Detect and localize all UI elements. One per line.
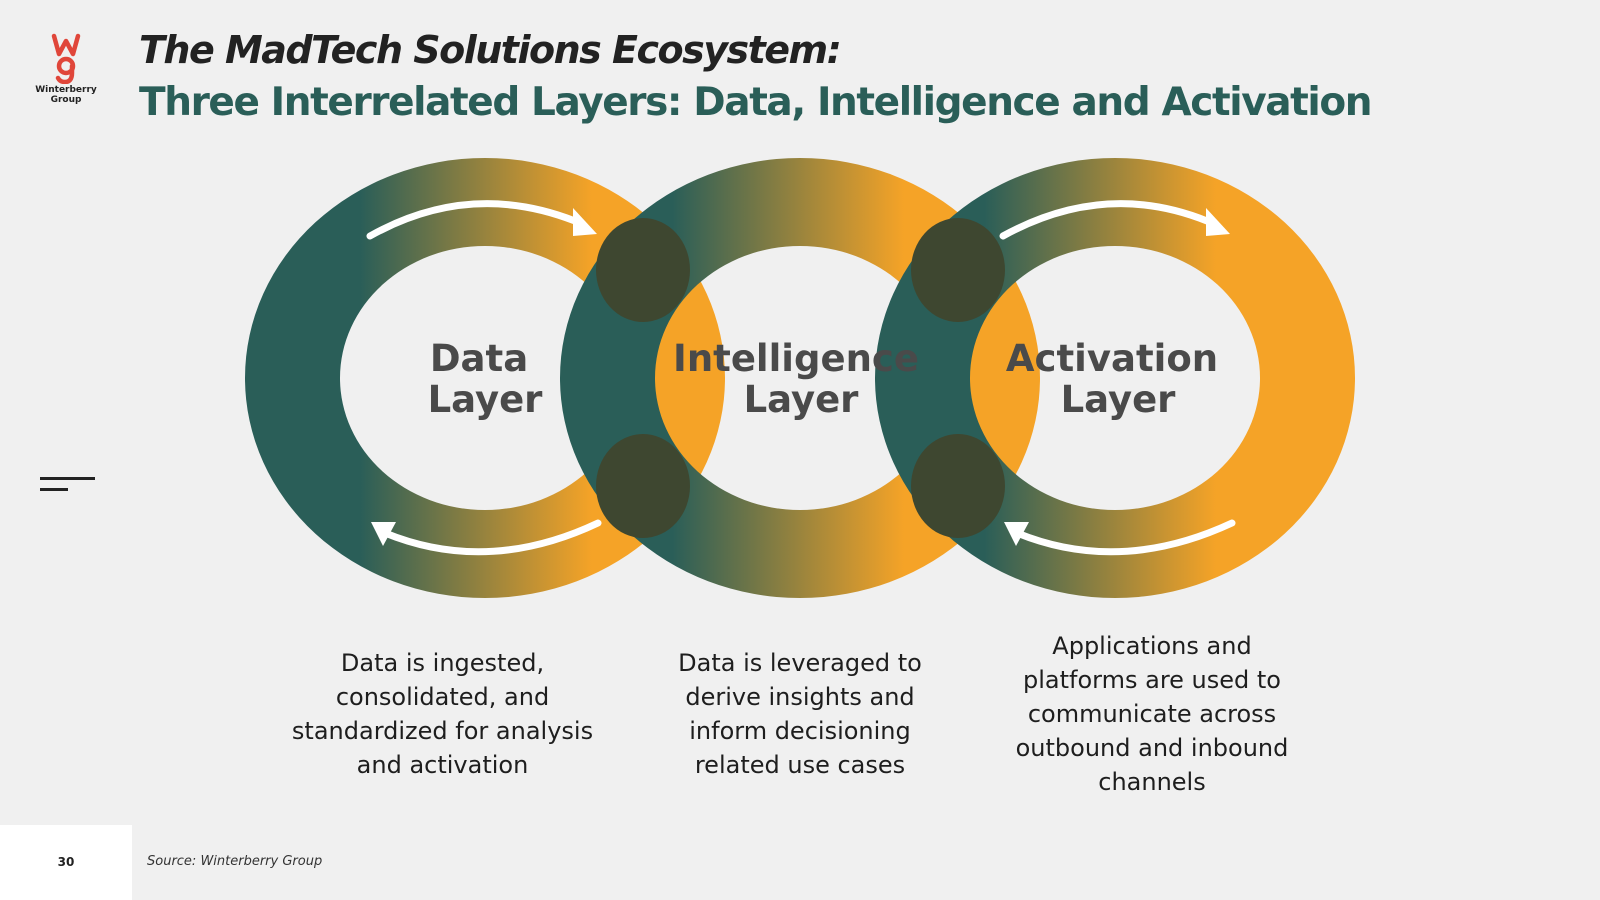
arrowhead-bottom-left-icon	[371, 522, 396, 546]
arrowhead-top-left-icon	[573, 208, 597, 236]
activation-layer-label-line2: Layer	[1061, 378, 1177, 421]
source-note: Source: Winterberry Group	[147, 854, 323, 869]
logo-wordmark-line2: Group	[50, 95, 82, 105]
intelligence-layer-label-line2: Layer	[744, 378, 860, 421]
menu-lines-icon	[40, 477, 96, 493]
arrow-top-left-icon	[366, 200, 579, 240]
data-layer-label-line1: Data	[430, 337, 528, 380]
arrow-bottom-left-icon	[381, 519, 602, 556]
page-number: 30	[57, 855, 75, 869]
overlap-top-left	[596, 218, 690, 322]
overlap-top-right	[911, 218, 1005, 322]
intelligence-layer-description: Data is leveraged to derive insights and…	[678, 649, 922, 779]
page-subtitle: Three Interrelated Layers: Data, Intelli…	[139, 80, 1373, 125]
intelligence-layer-label-line1: Intelligence	[673, 337, 919, 380]
data-layer-label-line2: Layer	[428, 378, 544, 421]
activation-layer-description: Applications and platforms are used to c…	[1015, 632, 1289, 796]
overlap-bottom-right	[911, 434, 1005, 538]
overlap-bottom-left	[596, 434, 690, 538]
arrowhead-bottom-right-icon	[1004, 522, 1029, 546]
winterberry-logo-icon	[51, 33, 81, 84]
arrow-top-right-icon	[999, 200, 1211, 240]
logo-wordmark: Winterberry Group	[34, 85, 98, 105]
arrowhead-top-right-icon	[1206, 208, 1230, 236]
arrow-bottom-right-icon	[1013, 519, 1236, 556]
winterberry-logo: Winterberry Group	[34, 32, 98, 105]
page-title: The MadTech Solutions Ecosystem:	[139, 28, 842, 72]
data-layer-description: Data is ingested, consolidated, and stan…	[291, 649, 594, 779]
activation-layer-label-line1: Activation	[1006, 337, 1218, 380]
logo-wordmark-line1: Winterberry	[35, 85, 97, 95]
page-number-box: 30	[0, 825, 132, 900]
